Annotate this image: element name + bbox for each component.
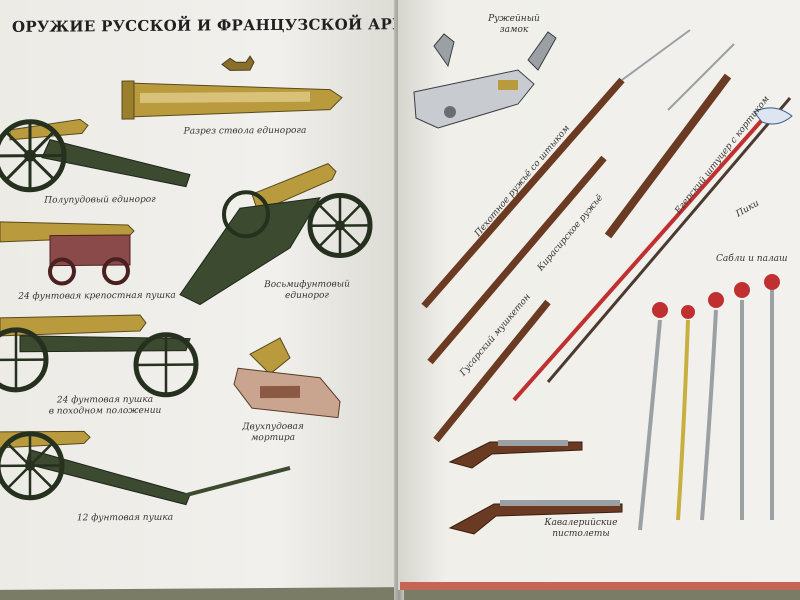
artillery-illustrations bbox=[0, 55, 373, 506]
infantry-musket-with-bayonet bbox=[421, 29, 691, 309]
caption-cannon-12: 12 фунтовая пушка bbox=[76, 512, 174, 524]
hussar-musketoon bbox=[433, 299, 551, 443]
right-page: Ружейный замок Пехотное ружьё со штыком … bbox=[398, 0, 800, 590]
flintlock-mechanism bbox=[413, 31, 557, 129]
sabres bbox=[638, 290, 774, 531]
small-arms-illustrations bbox=[413, 29, 793, 535]
book-cover-edge bbox=[400, 582, 800, 590]
jaeger-rifle bbox=[604, 43, 735, 239]
sabre-hilts bbox=[652, 274, 780, 319]
caption-cavalry-pistols-line1: Кавалерийские bbox=[544, 518, 618, 528]
left-page: ОРУЖИЕ РУССКОЙ И ФРАНЦУЗСКОЙ АРМИЙ bbox=[0, 0, 398, 591]
caption-flintlock-line2: замок bbox=[499, 25, 529, 35]
caption-flintlock-line1: Ружейный bbox=[488, 14, 540, 24]
cannon-12 bbox=[0, 430, 291, 506]
cuirassier-musket bbox=[427, 155, 607, 365]
caption-eight-pound-unicorn-line1: Восьмифунтовый bbox=[264, 279, 350, 291]
half-pood-unicorn bbox=[0, 118, 191, 193]
eight-pound-unicorn bbox=[179, 163, 373, 306]
pikes bbox=[512, 97, 793, 402]
two-pood-mortar bbox=[233, 337, 341, 419]
caption-unicorn-barrel-section: Разрез ствола единорога bbox=[183, 125, 307, 137]
caption-fortress-cannon-24: 24 фунтовая крепостная пушка bbox=[18, 290, 176, 302]
caption-two-pood-mortar-line1: Двухпудовая bbox=[242, 421, 304, 433]
cavalry-pistol-upper bbox=[448, 440, 583, 469]
caption-marching-cannon-24-line2: в походном положении bbox=[48, 405, 162, 417]
caption-two-pood-mortar-line2: мортира bbox=[250, 432, 296, 444]
caption-cavalry-pistols-line2: пистолеты bbox=[552, 529, 610, 539]
caption-sabres: Сабли и палаш bbox=[716, 254, 788, 264]
marching-cannon-24 bbox=[0, 314, 199, 398]
cavalry-pistol-lower bbox=[448, 500, 623, 535]
fortress-cannon-24 bbox=[0, 221, 135, 286]
caption-eight-pound-unicorn-line2: единорог bbox=[285, 290, 329, 301]
caption-half-pood-unicorn: Полупудовый единорог bbox=[44, 194, 156, 206]
unicorn-barrel-section bbox=[121, 55, 343, 120]
